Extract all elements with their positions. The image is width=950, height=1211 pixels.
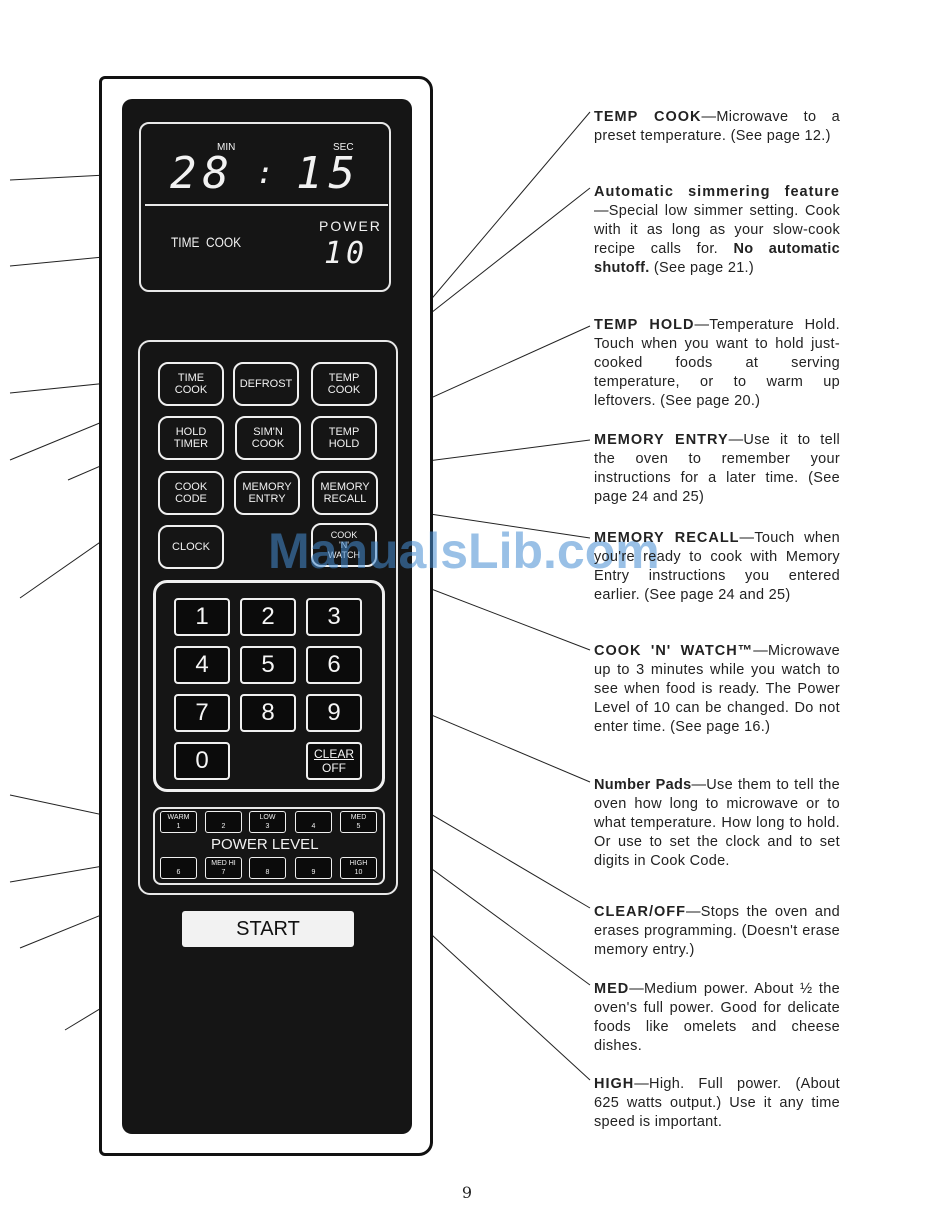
description-memory-recall: MEMORY RECALL—Touch when you're ready to… (594, 529, 840, 605)
number-pad-8[interactable]: 8 (240, 694, 296, 732)
number-pad-3[interactable]: 3 (306, 598, 362, 636)
description-simmering: Automatic simmering feature —Special low… (594, 183, 840, 278)
description-high: HIGH—High. Full power. (About 625 watts … (594, 1075, 840, 1132)
power-level-10-name: HIGH (349, 860, 368, 867)
power-level-10-number: 10 (354, 869, 363, 876)
power-level-7-name: MED HI (211, 860, 236, 867)
power-level-8-number: 8 (265, 869, 270, 876)
number-pad-5[interactable]: 5 (240, 646, 296, 684)
power-level-10-button[interactable]: HIGH 10 (340, 857, 377, 879)
power-level-3-number: 3 (265, 823, 270, 830)
description-body: —High. Full power. (About 625 watts outp… (594, 1076, 840, 1130)
power-level-1-button[interactable]: WARM 1 (160, 811, 197, 833)
description-body: —Microwave to a preset temperature. (See… (594, 109, 840, 144)
display-divider (145, 204, 388, 206)
display-window (139, 122, 391, 292)
description-bold-tail: No automatic shutoff. (594, 241, 840, 276)
description-title: MED (594, 981, 630, 997)
description-temp-hold: TEMP HOLD—Temperature Hold. Touch when y… (594, 316, 840, 411)
power-level-4-number: 4 (311, 823, 316, 830)
function-key-area (138, 340, 398, 895)
defrost-button[interactable]: DEFROST (233, 362, 299, 406)
clear-label: CLEAR (313, 747, 354, 761)
display-seconds: 15 (296, 148, 361, 199)
clock-button[interactable]: CLOCK (158, 525, 224, 569)
description-memory-entry: MEMORY ENTRY—Use it to tell the oven to … (594, 431, 840, 507)
temp-hold-button[interactable]: TEMP HOLD (311, 416, 377, 460)
description-title: TEMP COOK (594, 109, 702, 125)
power-level-1-name: WARM (167, 814, 190, 821)
power-level-5-number: 5 (356, 823, 361, 830)
display-mode-text: TIME COOK (171, 234, 242, 250)
number-pad-area (153, 580, 385, 792)
cook-code-button[interactable]: COOK CODE (158, 471, 224, 515)
hold-timer-button[interactable]: HOLD TIMER (158, 416, 224, 460)
power-level-7-number: 7 (221, 869, 226, 876)
number-pad-2[interactable]: 2 (240, 598, 296, 636)
description-title: COOK 'N' WATCH™ (594, 643, 754, 659)
power-level-5-name: MED (350, 814, 367, 821)
description-tail: (See page 21.) (649, 260, 755, 276)
power-label: POWER (319, 218, 382, 234)
description-clear-off: CLEAR/OFF—Stops the oven and erases prog… (594, 903, 840, 960)
clear-off-button[interactable]: CLEAR OFF (306, 742, 362, 780)
simn-cook-button[interactable]: SIM'N COOK (235, 416, 301, 460)
description-cook-n-watch: COOK 'N' WATCH™—Microwave up to 3 minute… (594, 642, 840, 737)
description-temp-cook: TEMP COOK—Microwave to a preset temperat… (594, 108, 840, 146)
description-body: —Special low simmer setting. Cook with i… (594, 203, 840, 257)
description-title: CLEAR/OFF (594, 904, 686, 920)
description-title: TEMP HOLD (594, 317, 695, 333)
description-title: Number Pads (594, 777, 692, 793)
description-body: —Medium power. About ½ the oven's full p… (594, 981, 840, 1054)
power-level-2-button[interactable]: 2 (205, 811, 242, 833)
power-level-2-number: 2 (221, 823, 226, 830)
number-pad-7[interactable]: 7 (174, 694, 230, 732)
power-level-title: POWER LEVEL (211, 836, 319, 853)
memory-entry-button[interactable]: MEMORY ENTRY (234, 471, 300, 515)
power-level-9-button[interactable]: 9 (295, 857, 332, 879)
temp-cook-button[interactable]: TEMP COOK (311, 362, 377, 406)
off-label: OFF (322, 761, 346, 775)
description-med: MED—Medium power. About ½ the oven's ful… (594, 980, 840, 1056)
page-number: 9 (461, 1183, 473, 1202)
description-number-pads: Number Pads—Use them to tell the oven ho… (594, 776, 840, 871)
number-pad-4[interactable]: 4 (174, 646, 230, 684)
min-label: MIN (217, 142, 236, 153)
description-title: MEMORY ENTRY (594, 432, 729, 448)
description-body: —Stops the oven and erases programming. … (594, 904, 840, 958)
power-level-3-name: LOW (259, 814, 276, 821)
start-button[interactable]: START (182, 911, 354, 947)
power-level-9-number: 9 (311, 869, 316, 876)
memory-recall-button[interactable]: MEMORY RECALL (312, 471, 378, 515)
power-level-6-number: 6 (176, 869, 181, 876)
power-level-3-button[interactable]: LOW 3 (249, 811, 286, 833)
number-pad-9[interactable]: 9 (306, 694, 362, 732)
cook-n-watch-button[interactable]: COOK 'N' WATCH (311, 523, 377, 567)
description-title: Automatic simmering feature (594, 184, 840, 200)
description-body: —Microwave up to 3 minutes while you wat… (594, 643, 840, 735)
watermark: ManualsLib.com (268, 523, 660, 579)
number-pad-0[interactable]: 0 (174, 742, 230, 780)
display-minutes: 28 (170, 148, 235, 199)
sec-label: SEC (333, 142, 354, 153)
power-level-5-button[interactable]: MED 5 (340, 811, 377, 833)
time-cook-button[interactable]: TIME COOK (158, 362, 224, 406)
description-title: HIGH (594, 1076, 635, 1092)
number-pad-1[interactable]: 1 (174, 598, 230, 636)
power-level-area (153, 807, 385, 885)
number-pad-6[interactable]: 6 (306, 646, 362, 684)
power-level-4-button[interactable]: 4 (295, 811, 332, 833)
display-colon: : (256, 156, 275, 191)
display-power-value: 10 (324, 236, 369, 271)
description-title: MEMORY RECALL (594, 530, 740, 546)
power-level-8-button[interactable]: 8 (249, 857, 286, 879)
description-body: —Use them to tell the oven how long to m… (594, 777, 840, 869)
description-body: —Use it to tell the oven to remember you… (594, 432, 840, 505)
description-body: —Touch when you're ready to cook with Me… (594, 530, 840, 603)
description-body: —Temperature Hold. Touch when you want t… (594, 317, 840, 409)
power-level-1-number: 1 (176, 823, 181, 830)
power-level-6-button[interactable]: 6 (160, 857, 197, 879)
power-level-7-button[interactable]: MED HI 7 (205, 857, 242, 879)
